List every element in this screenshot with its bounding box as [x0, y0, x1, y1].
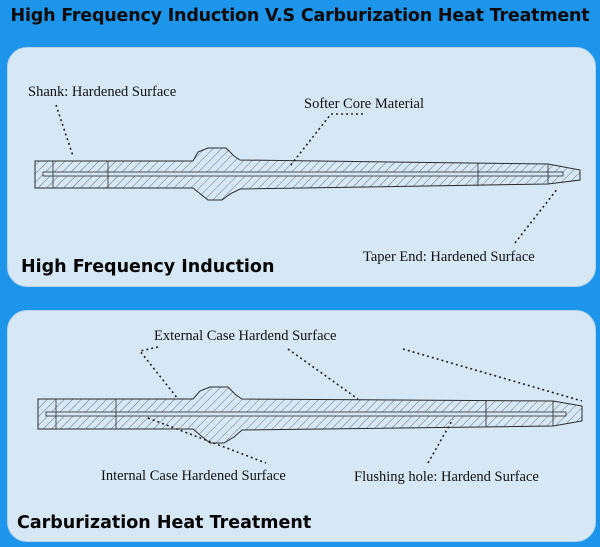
- induction-rod-drawing: [34, 104, 581, 244]
- core-leader-line: [289, 113, 363, 167]
- flushing-leader-line: [427, 418, 454, 464]
- induction-panel: Shank: Hardened Surface Softer Core Mate…: [7, 47, 596, 287]
- carburization-heading: Carburization Heat Treatment: [17, 513, 312, 533]
- internal-leader-line: [147, 417, 267, 464]
- carburization-panel: External Case Hardend Surface Internal C…: [7, 310, 596, 542]
- shank-label: Shank: Hardened Surface: [28, 84, 177, 100]
- external-label: External Case Hardend Surface: [154, 328, 337, 344]
- taper-label: Taper End: Hardened Surface: [363, 249, 535, 265]
- induction-heading: High Frequency Induction: [21, 257, 275, 277]
- taper-leader-line: [514, 187, 559, 244]
- core-label: Softer Core Material: [304, 96, 424, 112]
- external-leader-line-left: [138, 346, 179, 400]
- shank-leader-line: [55, 104, 74, 157]
- flushing-label: Flushing hole: Hardend Surface: [354, 469, 539, 485]
- external-leader-line-mid: [287, 348, 359, 400]
- page-title: High Frequency Induction V.S Carburizati…: [10, 6, 590, 26]
- external-leader-line-right: [402, 348, 583, 402]
- internal-label: Internal Case Hardened Surface: [101, 468, 286, 484]
- carburization-rod-drawing: [37, 346, 583, 464]
- induction-center-bore: [42, 171, 564, 177]
- carburization-center-bore: [45, 411, 567, 417]
